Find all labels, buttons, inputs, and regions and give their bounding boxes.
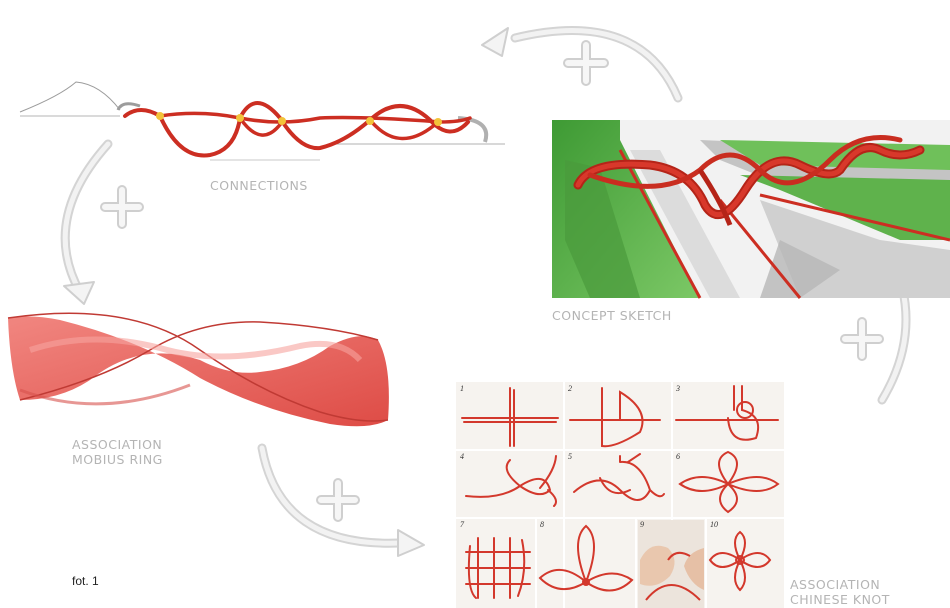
mobius-ring xyxy=(8,313,389,426)
figure-caption: fot. 1 xyxy=(72,574,99,588)
knot-label: ASSOCIATION CHINESE KNOT xyxy=(790,577,890,607)
step-number: 2 xyxy=(568,384,572,393)
connections-label: CONNECTIONS xyxy=(210,178,308,193)
concept-sketch-label: CONCEPT SKETCH xyxy=(552,308,672,323)
step-number: 8 xyxy=(540,520,544,529)
concept-sketch-render xyxy=(552,120,950,298)
step-number: 5 xyxy=(568,452,572,461)
step-number: 6 xyxy=(676,452,680,461)
step-number: 4 xyxy=(460,452,464,461)
mobius-label-line1: ASSOCIATION xyxy=(72,437,163,452)
knot-label-line1: ASSOCIATION xyxy=(790,577,890,592)
hands-photo xyxy=(638,520,704,608)
mobius-label-line2: MOBIUS RING xyxy=(72,452,163,467)
step-number: 3 xyxy=(675,384,680,393)
knot-label-line2: CHINESE KNOT xyxy=(790,592,890,607)
step-number: 10 xyxy=(710,520,718,529)
plus-icon xyxy=(568,45,604,81)
knot-grid: 1 2 3 4 5 6 7 8 9 10 xyxy=(456,382,784,608)
plus-icon xyxy=(845,322,879,356)
plus-icon xyxy=(321,483,355,517)
step-number: 9 xyxy=(640,520,644,529)
mobius-label: ASSOCIATION MOBIUS RING xyxy=(72,437,163,467)
connections-drawing xyxy=(20,82,505,160)
plus-icon xyxy=(105,190,139,224)
step-number: 1 xyxy=(460,384,464,393)
